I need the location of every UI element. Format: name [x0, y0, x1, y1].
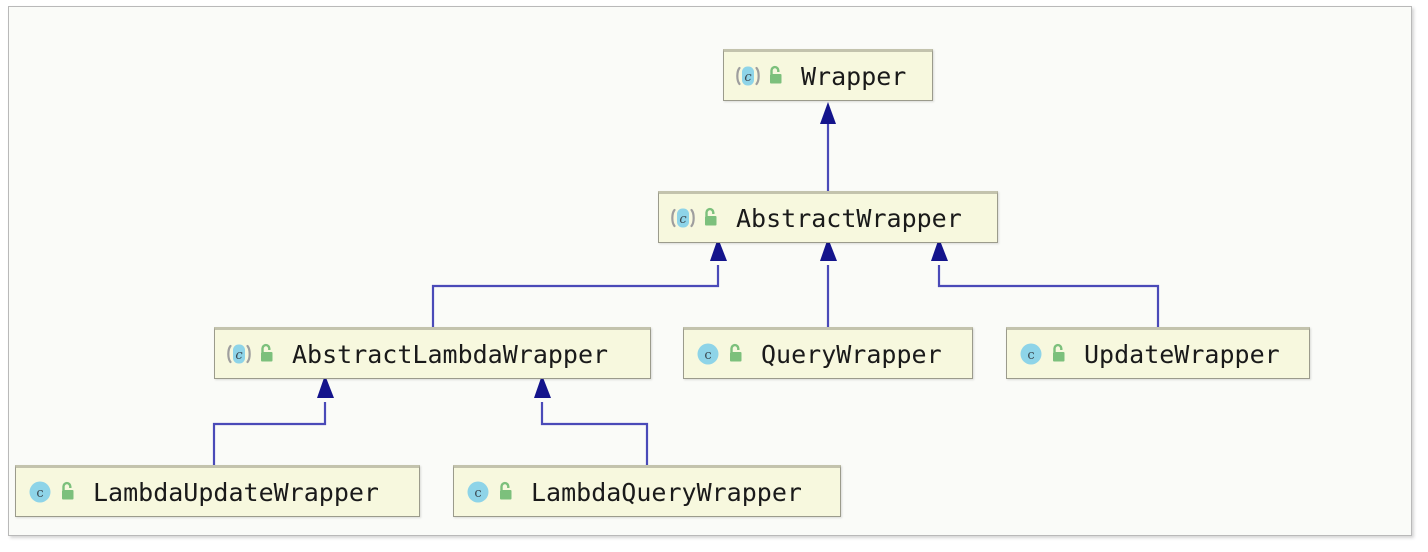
- class-name-label: AbstractWrapper: [736, 203, 962, 233]
- edge-lambdaupdatewrapper-to-abstractlambdawrapper: [212, 375, 334, 465]
- class-node-lambda-update-wrapper[interactable]: c LambdaUpdateWrapper: [15, 465, 420, 517]
- unlocked-padlock-icon: [258, 343, 278, 365]
- diagram-canvas[interactable]: c Wrapper c: [9, 7, 1411, 535]
- unlocked-padlock-icon: [59, 481, 79, 503]
- svg-text:c: c: [744, 70, 752, 85]
- class-node-update-wrapper[interactable]: c UpdateWrapper: [1006, 327, 1310, 379]
- svg-text:c: c: [36, 486, 43, 501]
- class-node-wrapper[interactable]: c Wrapper: [723, 49, 933, 101]
- class-icon: c: [1017, 340, 1045, 368]
- svg-text:c: c: [1027, 348, 1034, 363]
- edge-layer: [212, 102, 1160, 465]
- class-node-query-wrapper[interactable]: c QueryWrapper: [683, 327, 973, 379]
- unlocked-padlock-icon: [767, 65, 787, 87]
- abstract-class-icon: c: [734, 62, 762, 90]
- diagram-frame: c Wrapper c: [8, 6, 1412, 536]
- class-name-label: AbstractLambdaWrapper: [292, 339, 609, 369]
- class-icon: c: [26, 478, 54, 506]
- class-icon: c: [694, 340, 722, 368]
- unlocked-padlock-icon: [1050, 343, 1070, 365]
- edge-abstractwrapper-to-wrapper: [820, 102, 836, 191]
- class-name-label: UpdateWrapper: [1084, 339, 1280, 369]
- class-name-label: Wrapper: [801, 61, 907, 91]
- edge-querywrapper-to-abstractwrapper: [820, 238, 837, 327]
- class-name-label: LambdaQueryWrapper: [531, 477, 802, 507]
- svg-text:c: c: [474, 486, 481, 501]
- unlocked-padlock-icon: [702, 207, 722, 229]
- abstract-class-icon: c: [669, 204, 697, 232]
- unlocked-padlock-icon: [727, 343, 747, 365]
- class-name-label: LambdaUpdateWrapper: [93, 477, 379, 507]
- svg-text:c: c: [235, 348, 243, 363]
- abstract-class-icon: c: [225, 340, 253, 368]
- unlocked-padlock-icon: [497, 481, 517, 503]
- edge-abstractlambdawrapper-to-abstractwrapper: [431, 238, 727, 327]
- class-node-abstract-wrapper[interactable]: c AbstractWrapper: [658, 191, 998, 243]
- edge-lambdaquerywrapper-to-abstractlambdawrapper: [534, 375, 649, 465]
- class-node-lambda-query-wrapper[interactable]: c LambdaQueryWrapper: [453, 465, 841, 517]
- class-name-label: QueryWrapper: [761, 339, 942, 369]
- class-node-abstract-lambda-wrapper[interactable]: c AbstractLambdaWrapper: [214, 327, 651, 379]
- class-icon: c: [464, 478, 492, 506]
- svg-text:c: c: [679, 212, 687, 227]
- svg-text:c: c: [704, 348, 711, 363]
- edge-updatewrapper-to-abstractwrapper: [931, 238, 1160, 327]
